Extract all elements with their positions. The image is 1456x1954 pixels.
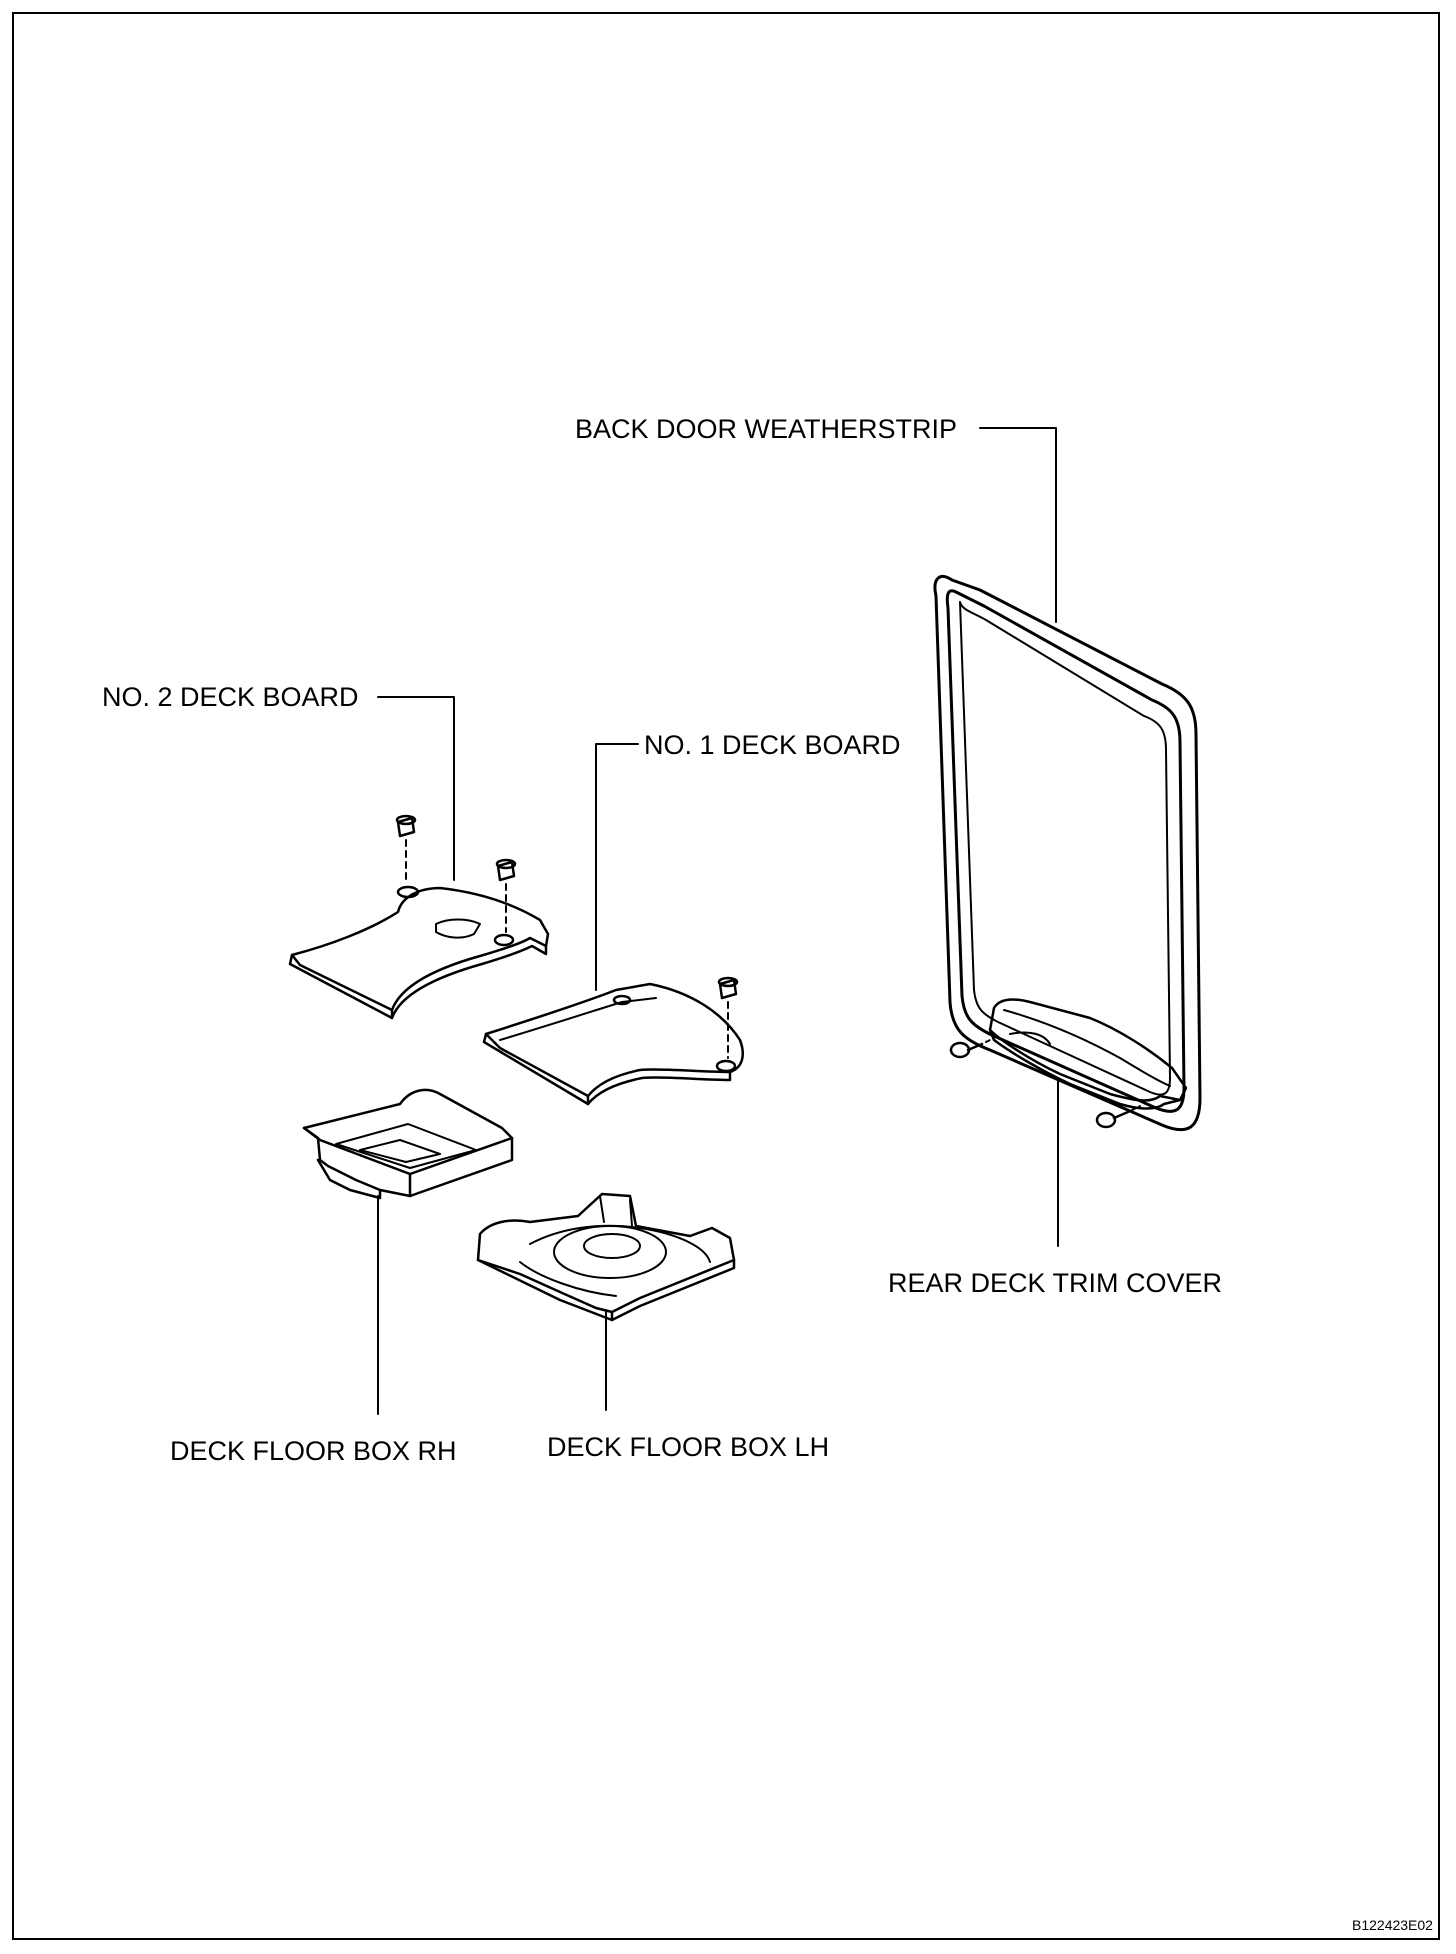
rear-deck-trim-cover-drawing xyxy=(949,998,1188,1129)
figure-code: B122423E02 xyxy=(1352,1917,1433,1933)
label-deck-floor-box-rh: DECK FLOOR BOX RH xyxy=(170,1436,457,1466)
diagram-frame xyxy=(12,12,1440,1940)
no2-deck-board-clip-a xyxy=(395,814,417,885)
leader-lines xyxy=(377,427,1059,1415)
no1-deck-board-drawing xyxy=(482,976,744,1106)
leader-back-door-weatherstrip xyxy=(979,427,1057,623)
label-deck-floor-box-lh: DECK FLOOR BOX LH xyxy=(547,1432,830,1462)
label-no2-deck-board: NO. 2 DECK BOARD xyxy=(102,682,359,712)
label-back-door-weatherstrip: BACK DOOR WEATHERSTRIP xyxy=(575,414,958,444)
label-no1-deck-board: NO. 1 DECK BOARD xyxy=(644,730,901,760)
no2-deck-board-drawing xyxy=(288,814,550,1020)
leader-no1-deck-board xyxy=(595,743,639,991)
label-rear-deck-trim-cover: REAR DECK TRIM COVER xyxy=(888,1268,1223,1298)
trim-cover-screw-b xyxy=(1095,1105,1141,1129)
trim-cover-screw-a xyxy=(949,1037,995,1059)
deck-floor-box-rh-drawing xyxy=(302,1088,514,1200)
deck-floor-box-lh-drawing xyxy=(476,1192,736,1322)
no1-deck-board-clip xyxy=(717,976,739,1059)
no2-deck-board-clip-b xyxy=(495,858,517,933)
leader-no2-deck-board xyxy=(377,696,455,881)
